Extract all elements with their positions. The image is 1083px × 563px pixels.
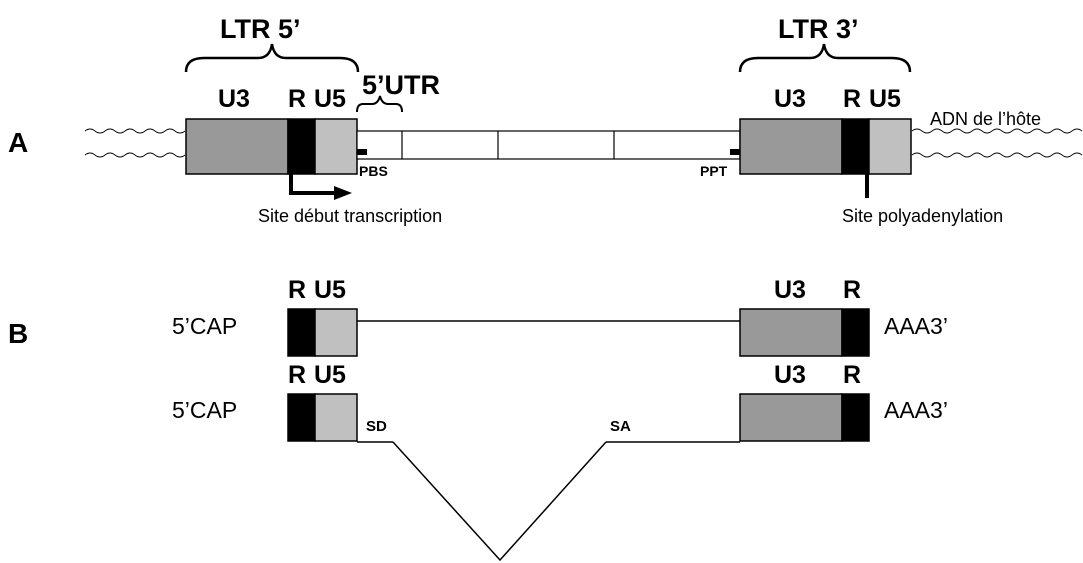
ltr5-u5-block xyxy=(314,118,358,175)
host-dna-right xyxy=(911,128,1083,158)
ltr3-r-label: R xyxy=(843,85,861,113)
rna2-r3-label: R xyxy=(843,361,861,389)
ltr5-u5-label: U5 xyxy=(314,85,346,113)
spliced-rna: 5’CAP R U5 SD SA U3 R AAA3’ xyxy=(172,361,948,562)
transcription-start-label: Site début transcription xyxy=(258,206,442,226)
ltr5-label: LTR 5’ xyxy=(220,14,301,44)
ltr5-r-block xyxy=(287,118,316,175)
ppt-marker xyxy=(730,149,740,155)
panel-b-letter: B xyxy=(8,318,28,349)
rna1-r3-block xyxy=(841,308,870,357)
rna2-r-block xyxy=(287,393,316,442)
rna1-r3-label: R xyxy=(843,276,861,304)
transcription-arrowhead-icon xyxy=(334,186,352,200)
ltr5-brace xyxy=(184,43,360,73)
ltr3-r-block xyxy=(841,118,870,175)
rna2-r-label: R xyxy=(288,361,306,389)
rna2-r3-block xyxy=(841,393,870,442)
rna2-u5-label: U5 xyxy=(314,361,346,389)
ltr5-r-label: R xyxy=(288,85,306,113)
sa-label: SA xyxy=(610,418,631,435)
rna1-u3-block xyxy=(739,308,843,357)
sd-label: SD xyxy=(366,418,387,435)
rna1-u5-block xyxy=(314,308,358,357)
panel-a-letter: A xyxy=(8,127,28,158)
rna2-u3-label: U3 xyxy=(774,361,806,389)
rna2-u3-block xyxy=(739,393,843,442)
rna1-polya-label: AAA3’ xyxy=(884,313,948,339)
ltr3-u5-label: U5 xyxy=(869,85,901,113)
utr5-label: 5’UTR xyxy=(362,70,440,100)
ltr3-u3-block xyxy=(739,118,843,175)
rna1-r-label: R xyxy=(288,276,306,304)
pbs-label: PBS xyxy=(359,163,388,179)
rna1-cap-label: 5’CAP xyxy=(172,313,237,339)
full-length-rna: 5’CAP R U5 U3 R AAA3’ xyxy=(172,276,948,357)
ltr3-u5-block xyxy=(868,118,912,175)
ltr3-brace xyxy=(738,43,912,73)
internal-coding-region xyxy=(356,130,741,160)
rna2-u5-block xyxy=(314,393,358,442)
rna2-polya-label: AAA3’ xyxy=(884,397,948,423)
rna1-u5-label: U5 xyxy=(314,276,346,304)
intron-splice-line xyxy=(392,441,607,562)
rna2-cap-label: 5’CAP xyxy=(172,397,237,423)
transcription-start-arrow xyxy=(289,174,336,195)
rna1-u3-label: U3 xyxy=(774,276,806,304)
rna1-r-block xyxy=(287,308,316,357)
host-dna-left xyxy=(84,128,186,158)
polyadenylation-label: Site polyadenylation xyxy=(842,206,1003,226)
pbs-marker xyxy=(357,149,367,155)
ppt-label: PPT xyxy=(700,163,728,179)
utr5-brace xyxy=(356,95,403,113)
ltr5-u3-block xyxy=(185,118,289,175)
host-dna-label: ADN de l’hôte xyxy=(930,109,1041,129)
ltr3-label: LTR 3’ xyxy=(778,14,859,44)
ltr3-u3-label: U3 xyxy=(774,85,806,113)
ltr5-u3-label: U3 xyxy=(218,85,250,113)
